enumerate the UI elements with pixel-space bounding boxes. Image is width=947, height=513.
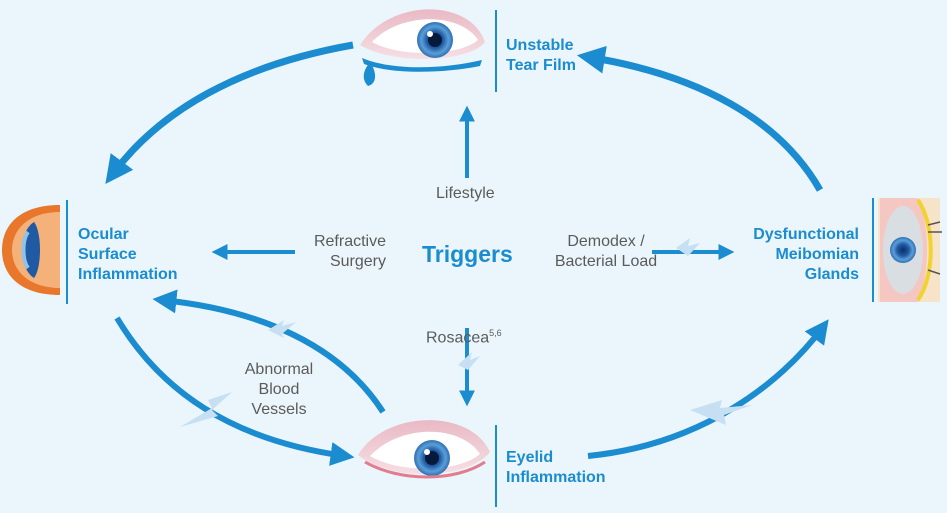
lightning-icon — [458, 352, 480, 370]
lightning-icon — [268, 320, 296, 338]
divider-ocular-surface — [66, 200, 68, 304]
label-unstable-tear-film: Unstable Tear Film — [506, 37, 576, 74]
label-eyelid-inflammation: Eyelid Inflammation — [506, 449, 606, 486]
divider-eyelid — [495, 425, 497, 507]
cycle-arrow-tear-to-surface — [105, 41, 354, 185]
arrow-blood-vessels-to-surface — [152, 289, 386, 414]
label-ocular-surface-inflammation: Ocular Surface Inflammation — [78, 226, 178, 283]
trigger-rosacea-refs: 5,6 — [489, 328, 502, 338]
trigger-abnormal-blood-vessels: Abnormal Blood Vessels — [244, 361, 314, 418]
eye-front-icon — [358, 420, 490, 479]
divider-meibomian — [872, 198, 874, 302]
divider-tear-film — [495, 10, 497, 92]
eye-front-icon — [360, 9, 485, 86]
label-dysfunctional-meibomian-glands: Dysfunctional Meibomian Glands — [753, 226, 859, 283]
eye-cross-section-icon — [2, 205, 60, 295]
lightning-icon — [180, 392, 232, 427]
lightning-icon — [690, 400, 752, 425]
trigger-rosacea-text: Rosacea — [426, 329, 490, 347]
trigger-refractive-surgery: Refractive Surgery — [313, 233, 386, 270]
trigger-demodex: Demodex / Bacterial Load — [554, 233, 658, 270]
center-title-triggers: Triggers — [422, 241, 513, 267]
cycle-arrow-eyelid-to-glands — [587, 319, 829, 459]
cycle-arrow-glands-to-tear — [576, 45, 824, 192]
eyelid-cross-section-icon — [878, 198, 942, 302]
trigger-rosacea: Rosacea5,6 — [426, 303, 502, 348]
lightning-icon — [676, 238, 700, 256]
cycle-arrow-surface-to-eyelid — [114, 316, 355, 466]
trigger-lifestyle: Lifestyle — [436, 185, 495, 202]
